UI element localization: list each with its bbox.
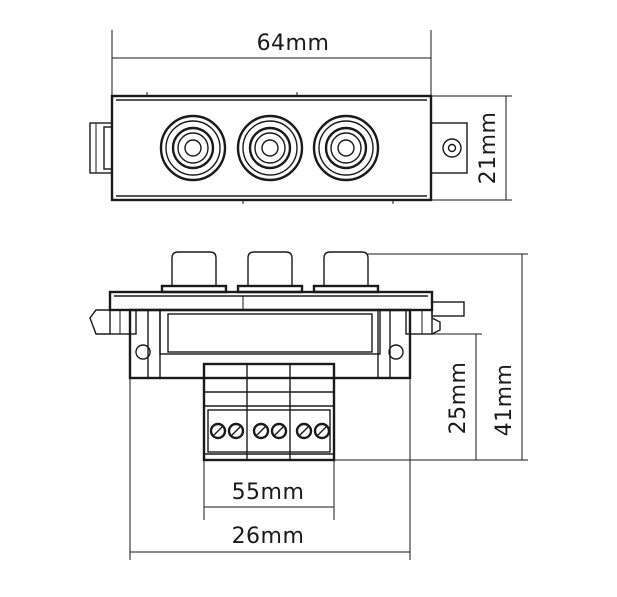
terminal-screw-3 [252,422,270,440]
dim-line-top-height [431,95,512,201]
dim-line-terminal-depth [334,333,482,461]
rca-plug-side-1 [160,251,228,294]
terminal-screw-4 [270,422,288,440]
right-clip-side [405,301,465,335]
module-body [128,308,412,380]
dim-line-inner-width [203,460,335,520]
terminal-screw-1 [209,422,227,440]
dim-label-top-width: 64mm [257,31,330,56]
face-plate-side [108,290,434,312]
terminal-screw-6 [313,422,331,440]
rca-jack-2 [236,114,304,182]
left-clip-side [89,309,137,335]
dim-label-terminal-depth: 25mm [446,362,471,435]
dim-line-top-width [111,30,432,96]
rca-jack-3 [312,114,380,182]
rca-jack-1 [159,114,227,182]
right-clip-top [430,122,468,174]
top-view: 64mm [89,30,512,204]
rca-plug-side-2 [236,251,304,294]
side-view: 55mm 26mm 25mm 41mm [89,251,528,560]
terminal-block [202,362,336,462]
rca-plug-side-3 [312,251,380,294]
dim-label-inner-width: 55mm [232,480,305,505]
left-clip-top [89,122,113,174]
terminal-screw-5 [295,422,313,440]
dim-line-total-depth [368,253,528,461]
terminal-screw-2 [227,422,245,440]
dim-line-bottom-width [129,378,411,560]
dim-label-total-depth: 41mm [492,364,517,437]
dim-label-top-height: 21mm [476,112,501,185]
dim-label-bottom-width: 26mm [232,524,305,549]
